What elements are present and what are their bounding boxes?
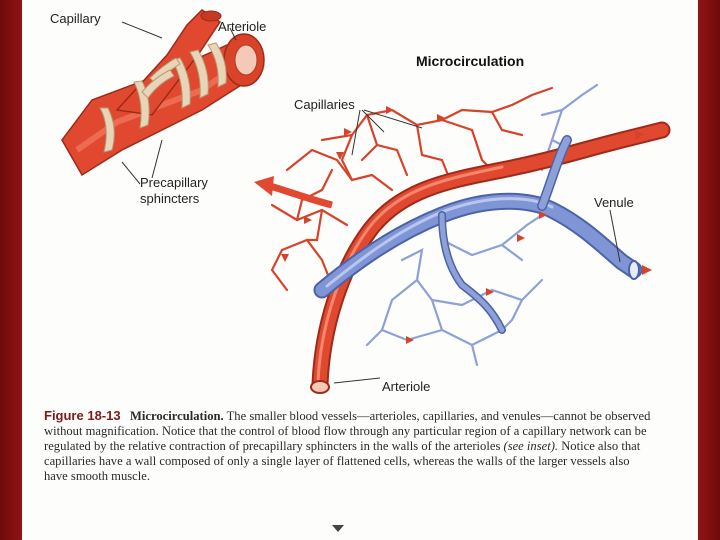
flow-direction-markers <box>281 106 652 344</box>
inset-vessels <box>61 9 265 177</box>
caption-title: Microcirculation. <box>130 409 224 423</box>
venule-label: Venule <box>594 195 634 210</box>
page-down-icon[interactable] <box>332 525 344 532</box>
capillary-network <box>270 83 671 394</box>
slide-frame-left <box>0 0 22 540</box>
precapillary-label-line1: Precapillary <box>140 175 208 190</box>
caption-see-inset: (see inset). <box>503 439 559 453</box>
figure-caption: Figure 18-13 Microcirculation. The small… <box>44 408 654 484</box>
caption-text-2: Notice also that capillaries have a wall… <box>44 439 641 483</box>
diagram-title: Microcirculation <box>416 53 525 69</box>
main-leader-lines <box>333 109 621 384</box>
precapillary-label-line2: sphincters <box>140 191 200 206</box>
capillaries-label: Capillaries <box>294 97 355 112</box>
slide-frame-right <box>698 0 720 540</box>
figure-number: Figure 18-13 <box>44 408 121 423</box>
textbook-page: Capillary Arteriole Precapillary sphinct… <box>22 0 698 540</box>
flow-arrow-icon <box>254 176 333 209</box>
arteriole-main-label: Arteriole <box>382 379 431 394</box>
caption-text-1: The smaller blood vessels—arterioles, ca… <box>44 409 651 453</box>
inset-leader-lines <box>121 21 237 185</box>
arteriole-inset-label: Arteriole <box>218 19 267 34</box>
capillary-label: Capillary <box>50 11 101 26</box>
microcirculation-illustration <box>61 9 671 394</box>
